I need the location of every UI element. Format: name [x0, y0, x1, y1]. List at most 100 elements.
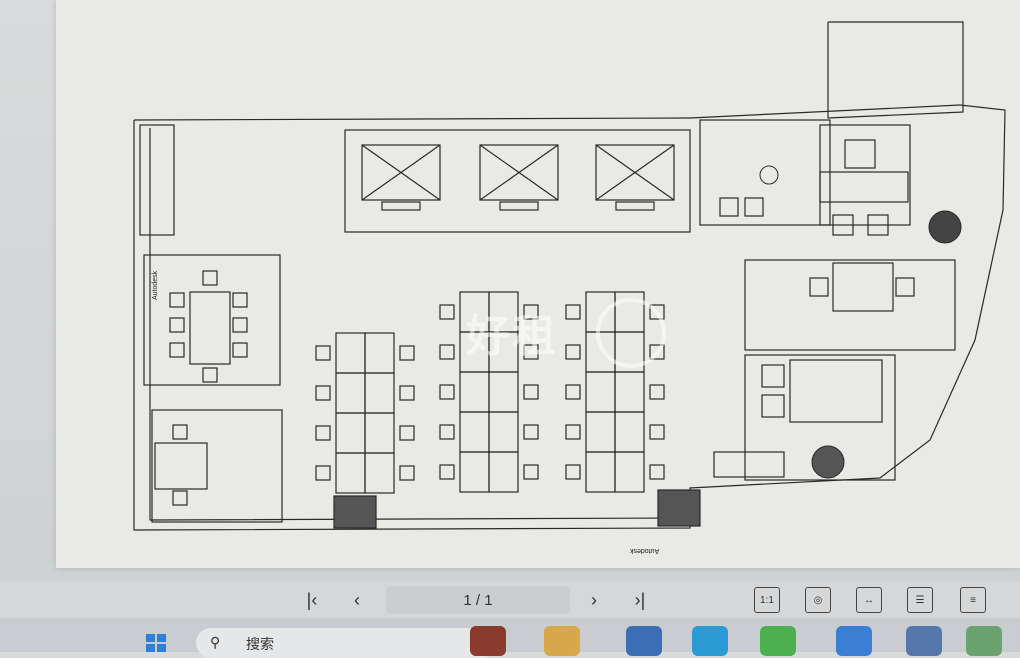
top-wall: [133, 117, 691, 121]
chair: [719, 197, 739, 217]
chair: [895, 277, 915, 297]
chair: [523, 424, 539, 440]
watermark-text: 好租: [466, 312, 558, 361]
taskbar-app-icon[interactable]: [836, 626, 872, 656]
workstation-desk: [614, 371, 645, 413]
workstation-desk: [614, 451, 645, 493]
floor-plan-drawing: [133, 21, 1006, 531]
taskbar-app-icon[interactable]: [470, 626, 506, 656]
elevator-cross: [479, 144, 559, 201]
chair: [169, 342, 185, 358]
chair: [439, 344, 455, 360]
fit-width-icon[interactable]: ↔: [856, 587, 882, 613]
edge-browser-icon[interactable]: [692, 626, 728, 656]
chair: [523, 344, 539, 360]
elevator-door: [381, 201, 421, 211]
workstation-desk: [335, 452, 366, 494]
watermark-logo: [596, 298, 666, 368]
meeting-table: [189, 291, 231, 365]
round-table: [811, 445, 845, 479]
chair: [439, 304, 455, 320]
chair: [315, 385, 331, 401]
actual-size-button[interactable]: 1:1: [754, 587, 780, 613]
elevator-door: [499, 201, 539, 211]
workstation-desk: [335, 332, 366, 374]
elevator-door: [615, 201, 655, 211]
chair: [523, 384, 539, 400]
elevator-shaft: [595, 144, 675, 201]
office-desk: [789, 359, 883, 423]
office-desk: [154, 442, 208, 490]
office-right-bottom: [744, 354, 896, 481]
autodesk-label-bottom: Autodesk: [630, 547, 660, 554]
page-navigation-bar: |‹ ‹ 1 / 1 › ›| 1:1 ◎ ↔ ☰ ≡: [0, 582, 1020, 618]
taskbar-app-icon[interactable]: [626, 626, 662, 656]
chair: [809, 277, 829, 297]
chair: [399, 345, 415, 361]
stair-block: [139, 124, 175, 236]
workstation-desk: [335, 412, 366, 454]
next-page-icon[interactable]: ›: [591, 589, 597, 610]
balcony: [827, 21, 964, 119]
file-explorer-icon[interactable]: [544, 626, 580, 656]
outer-wall: [133, 104, 1006, 531]
workstation-desk: [364, 332, 395, 374]
inner-wall: [149, 128, 681, 521]
meeting-room-right: [744, 259, 956, 351]
column: [333, 495, 377, 529]
chair: [761, 394, 785, 418]
workstation-desk: [488, 371, 519, 413]
workstation-desk: [364, 452, 395, 494]
single-page-icon[interactable]: ☰: [907, 587, 933, 613]
taskbar-search-box[interactable]: ⚲ 搜索: [196, 628, 496, 658]
chair: [172, 424, 188, 440]
chair: [232, 292, 248, 308]
elevator-cross: [595, 144, 675, 201]
workstation-desk: [364, 372, 395, 414]
previous-page-icon[interactable]: ‹: [354, 589, 360, 610]
taskbar-app-icon[interactable]: [906, 626, 942, 656]
chair: [315, 345, 331, 361]
chair: [232, 317, 248, 333]
taskbar-app-icon[interactable]: [760, 626, 796, 656]
chair: [202, 367, 218, 383]
chair: [649, 384, 665, 400]
document-viewer: Autodesk Autodesk 好租: [0, 0, 1020, 582]
workstation-desk: [364, 412, 395, 454]
chair: [523, 304, 539, 320]
top-wall-right: [689, 104, 961, 119]
last-page-icon[interactable]: ›|: [634, 589, 646, 610]
search-icon: ⚲: [210, 634, 221, 650]
first-page-icon[interactable]: |‹: [306, 589, 318, 610]
chair: [399, 385, 415, 401]
floor-plan-page: Autodesk Autodesk 好租: [56, 0, 1020, 568]
round-table: [759, 165, 779, 185]
chair: [315, 425, 331, 441]
armchair: [844, 139, 876, 169]
search-placeholder: 搜索: [246, 636, 274, 652]
workstation-desk: [488, 411, 519, 453]
chair: [649, 424, 665, 440]
chair: [867, 214, 889, 236]
workstation-desk: [614, 411, 645, 453]
column: [657, 489, 701, 527]
elevator-shaft: [479, 144, 559, 201]
document-icon[interactable]: ≡: [960, 587, 986, 613]
chair: [315, 465, 331, 481]
chair: [565, 464, 581, 480]
chair: [523, 464, 539, 480]
chair: [761, 364, 785, 388]
meeting-room: [143, 254, 281, 386]
chair: [169, 317, 185, 333]
fit-page-icon[interactable]: ◎: [805, 587, 831, 613]
chair: [232, 342, 248, 358]
office-desk: [832, 262, 894, 312]
taskbar-app-icon[interactable]: [966, 626, 1002, 656]
chair: [399, 465, 415, 481]
workstation-desk: [585, 411, 616, 453]
workstation-desk: [585, 371, 616, 413]
page-indicator[interactable]: 1 / 1: [386, 586, 570, 614]
chair: [565, 344, 581, 360]
elevator-cross: [361, 144, 441, 201]
windows-start-icon[interactable]: [146, 634, 166, 652]
